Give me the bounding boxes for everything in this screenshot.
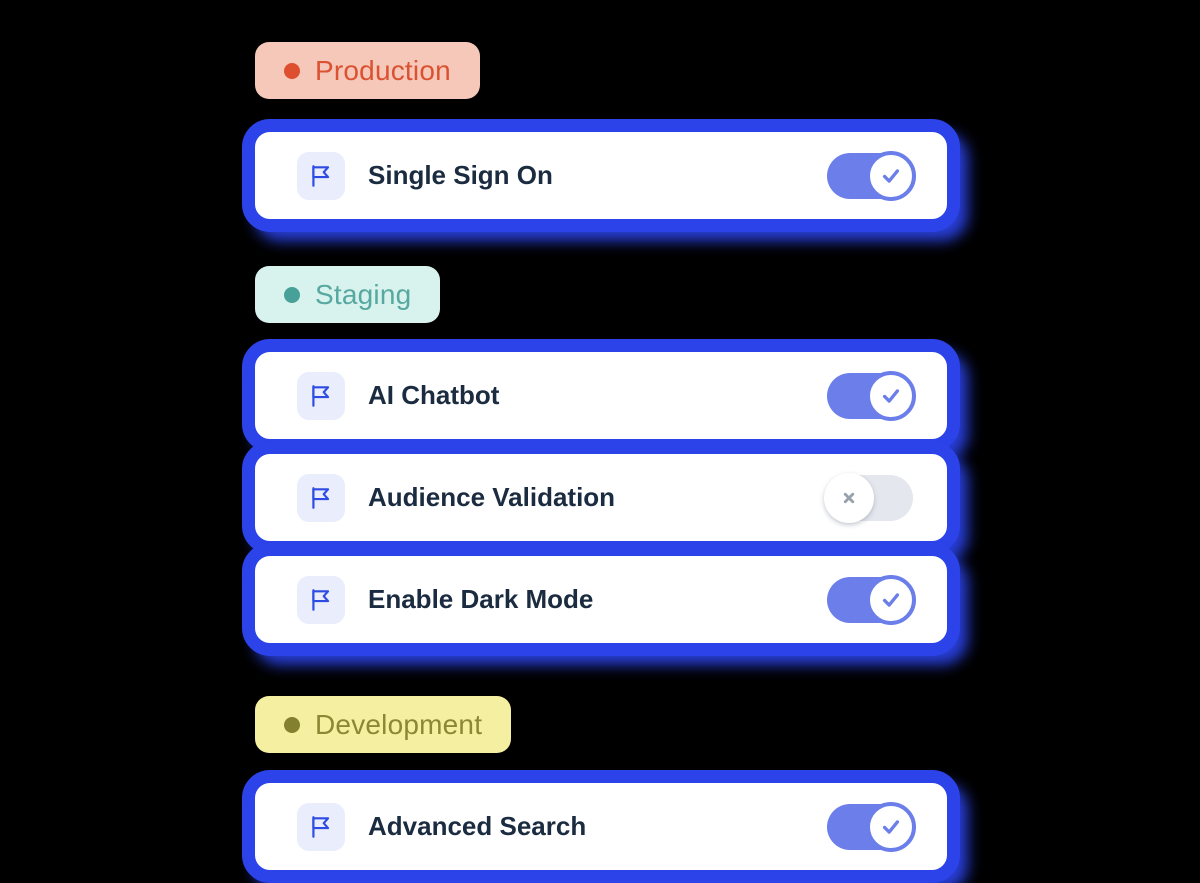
check-icon xyxy=(882,592,900,607)
flag-icon xyxy=(297,575,345,624)
feature-flag-card: AI Chatbot xyxy=(242,339,960,452)
flag-icon xyxy=(297,371,345,420)
feature-flag-label: Enable Dark Mode xyxy=(368,584,594,614)
environment-badge-label: Staging xyxy=(315,278,412,310)
toggle-advanced-search[interactable] xyxy=(827,801,916,852)
toggle-knob xyxy=(866,370,916,421)
toggle-enable-dark-mode[interactable] xyxy=(827,574,916,625)
toggle-knob xyxy=(866,150,916,201)
environment-badge-label: Development xyxy=(315,708,483,740)
toggle-knob xyxy=(866,801,916,852)
environment-badge-staging: Staging xyxy=(255,266,441,323)
toggle-single-sign-on[interactable] xyxy=(827,150,916,201)
feature-flag-card: Advanced Search xyxy=(242,770,960,883)
flag-icon xyxy=(297,473,345,522)
flag-icon xyxy=(297,802,345,851)
toggle-knob xyxy=(866,574,916,625)
environment-dot-icon xyxy=(284,716,300,733)
check-icon xyxy=(882,168,900,183)
toggle-knob xyxy=(824,472,874,523)
feature-flag-label: Audience Validation xyxy=(368,482,616,512)
environment-badge-label: Production xyxy=(315,54,451,86)
environment-badge-production: Production xyxy=(255,42,480,99)
environment-badge-development: Development xyxy=(255,696,512,753)
x-icon xyxy=(843,492,855,503)
environment-dot-icon xyxy=(284,62,300,79)
feature-flag-card: Audience Validation xyxy=(242,441,960,554)
check-icon xyxy=(882,388,900,403)
feature-flag-card: Single Sign On xyxy=(242,119,960,232)
toggle-audience-validation[interactable] xyxy=(824,472,913,523)
environment-dot-icon xyxy=(284,286,300,303)
toggle-ai-chatbot[interactable] xyxy=(827,370,916,421)
feature-flag-label: AI Chatbot xyxy=(368,380,500,410)
feature-flag-card: Enable Dark Mode xyxy=(242,543,960,656)
flag-icon xyxy=(297,151,345,200)
feature-flag-label: Advanced Search xyxy=(368,811,587,841)
feature-flag-label: Single Sign On xyxy=(368,160,553,190)
check-icon xyxy=(882,819,900,834)
